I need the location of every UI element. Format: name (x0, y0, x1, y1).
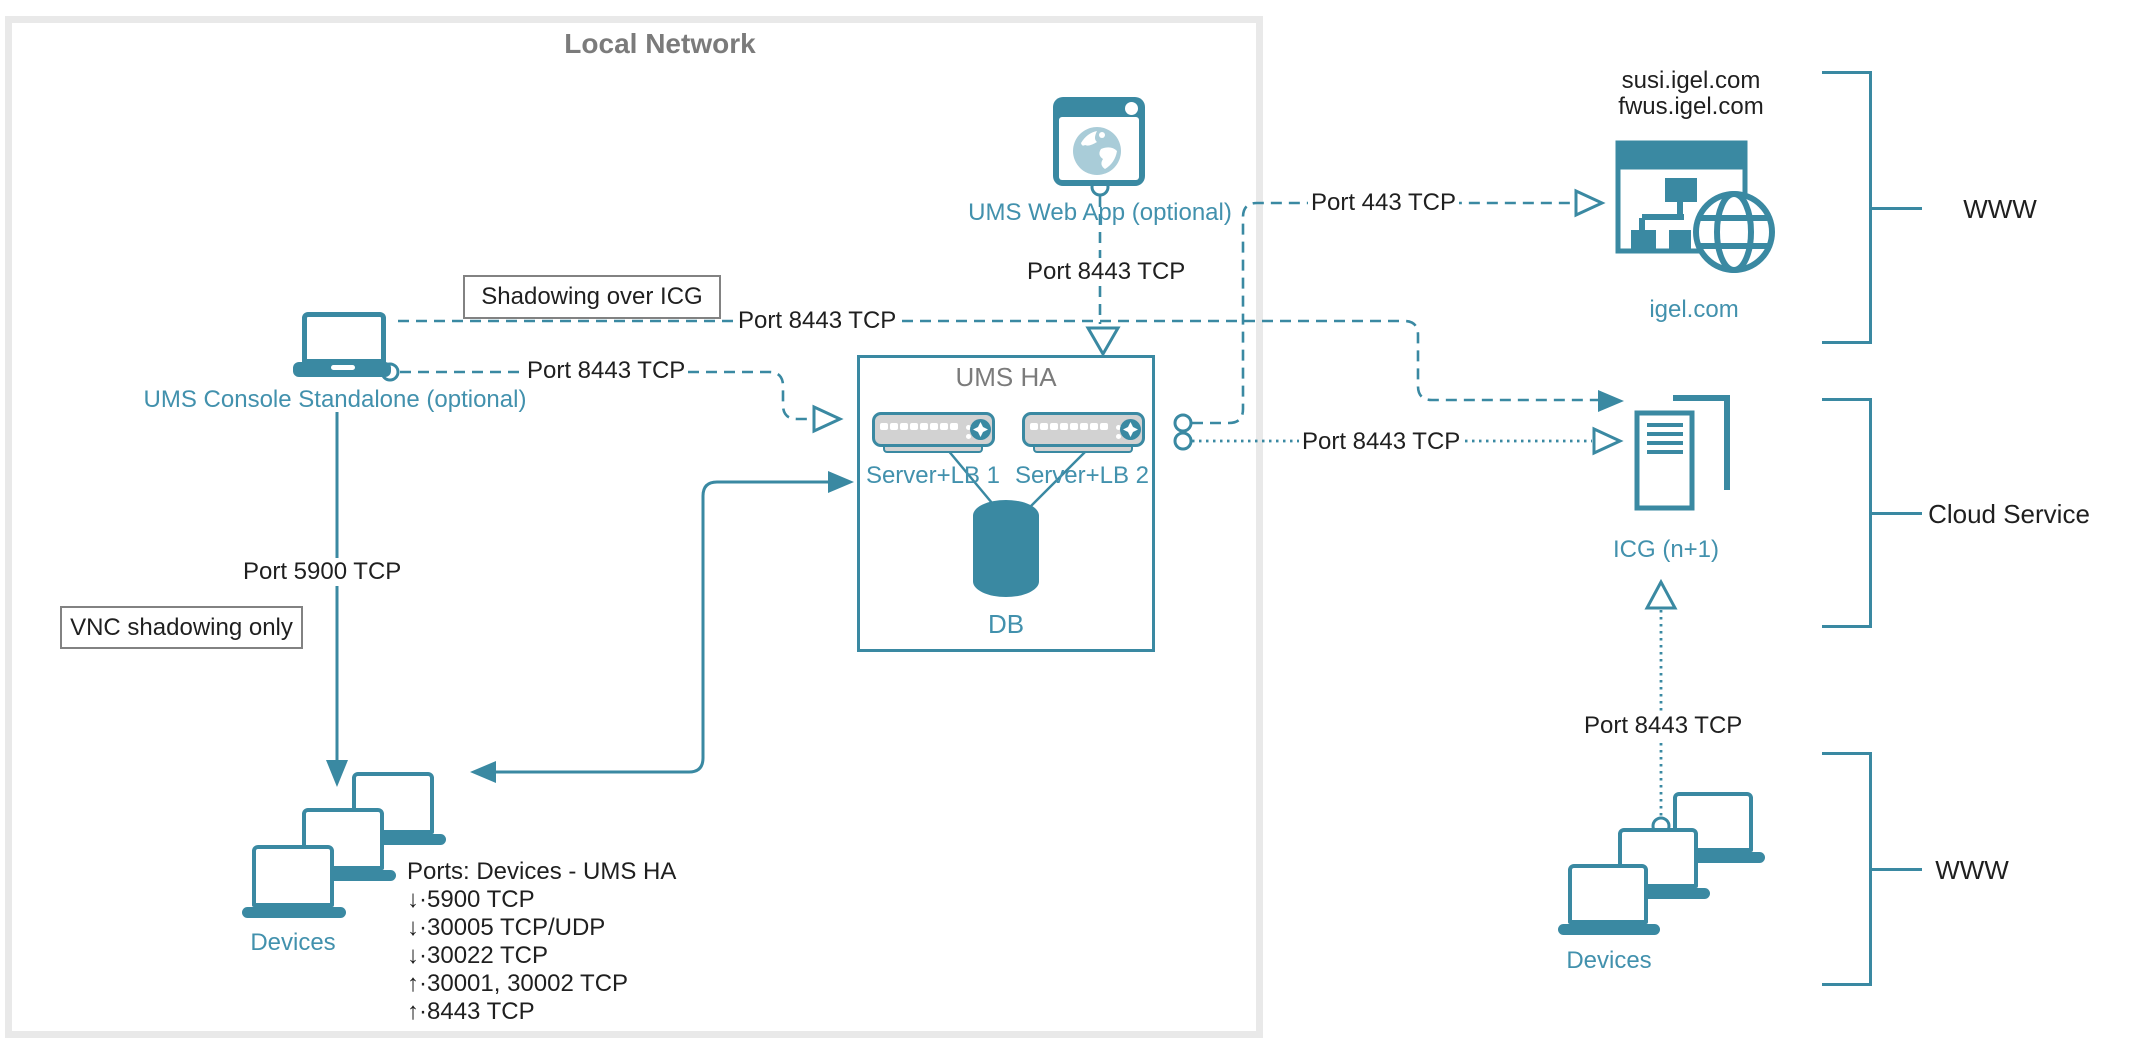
web-app-icon (1053, 97, 1145, 186)
zone-cloud: Cloud Service (1928, 499, 2090, 529)
ports-list-item: ↓·5900 TCP (407, 886, 535, 913)
shadowing-callout: Shadowing over ICG (463, 275, 721, 319)
vnc-callout: VNC shadowing only (60, 606, 303, 649)
arrowhead-webapp-down (1085, 326, 1121, 358)
devices-local-label: Devices (250, 929, 336, 956)
ports-list-item: ↑·8443 TCP (407, 998, 535, 1025)
arrowhead-igel-open (1574, 188, 1606, 218)
ports-list: Ports: Devices - UMS HA ↓·5900 TCP ↓·300… (407, 858, 676, 1026)
edge-server2-to-db (1030, 448, 1089, 507)
arrowhead-devices-left (470, 761, 496, 783)
port-label-console-icg: Port 8443 TCP (735, 307, 900, 335)
zone-www-top: WWW (1963, 194, 2037, 224)
bracket-cloud (1822, 398, 1872, 628)
server-lb2-label: Server+LB 2 (1014, 462, 1150, 489)
bracket-tick-cloud (1872, 512, 1922, 515)
port-circle-ha-2 (1173, 431, 1193, 451)
server-lb1-label: Server+LB 1 (865, 462, 1001, 489)
port-label-ha-igel: Port 443 TCP (1308, 189, 1459, 217)
arrowhead-ha-open (812, 404, 844, 434)
igel-domain-fwus: fwus.igel.com (1618, 93, 1764, 120)
igel-site-icon (1615, 140, 1780, 285)
local-network-frame (5, 16, 1263, 1038)
edge-console-to-icg (398, 319, 1598, 402)
db-label: DB (987, 609, 1025, 639)
port-circle-ha-1 (1173, 413, 1193, 433)
ports-list-item: ↑·30001, 30002 TCP (407, 970, 629, 997)
bracket-tick-www-bottom (1872, 868, 1922, 871)
icg-label: ICG (n+1) (1612, 536, 1720, 563)
fan-icon (1120, 419, 1141, 440)
server-lb1-icon (872, 412, 995, 454)
arrowhead-icg-up (1644, 578, 1678, 610)
bracket-tick-www-top (1872, 207, 1922, 210)
edge-console-to-ha (400, 370, 810, 421)
globe-icon (1073, 127, 1121, 175)
port-label-console-ha: Port 8443 TCP (524, 357, 689, 385)
ums-console-icon (293, 310, 398, 380)
ports-list-title: Ports: Devices - UMS HA (407, 858, 677, 885)
port-label-ha-icg: Port 8443 TCP (1299, 428, 1464, 456)
arrowhead-icg-upper (1598, 390, 1624, 412)
port-label-console-devices: Port 5900 TCP (240, 558, 405, 586)
ports-list-item: ↓·30022 TCP (407, 942, 548, 969)
devices-www-icon (1558, 790, 1768, 950)
ums-ha-box (857, 355, 1155, 652)
globe-outline-icon (1693, 191, 1775, 273)
webapp-label: UMS Web App (optional) (968, 199, 1232, 226)
edge-server1-to-db (946, 448, 993, 504)
sitemap-glyph (1631, 178, 1697, 252)
devices-www-label: Devices (1566, 947, 1652, 974)
fan-icon (970, 419, 991, 440)
igel-domains: susi.igel.com fwus.igel.com (1566, 68, 1816, 120)
arrowhead-icg-dotted (1592, 426, 1624, 456)
database-icon (973, 500, 1039, 597)
browser-dot-icon (1125, 102, 1138, 115)
zone-www-bottom: WWW (1935, 855, 2009, 885)
ports-list-item: ↓·30005 TCP/UDP (407, 914, 606, 941)
bracket-www-top (1822, 71, 1872, 344)
icg-icon (1628, 394, 1733, 514)
local-network-title: Local Network (564, 28, 756, 59)
port-label-webapp-ha: Port 8443 TCP (1024, 258, 1189, 286)
edge-devices-to-ha (492, 480, 828, 774)
server-lb2-icon (1022, 412, 1145, 454)
edge-ha-to-igel (1192, 201, 1574, 425)
console-label: UMS Console Standalone (optional) (143, 386, 527, 413)
arrowhead-devices-down (326, 760, 348, 787)
igel-label: igel.com (1649, 296, 1739, 323)
bracket-www-bottom (1822, 752, 1872, 986)
arrowhead-ha-right (828, 471, 854, 493)
devices-local-icon (242, 770, 452, 930)
ums-ha-title: UMS HA (955, 362, 1057, 392)
igel-domain-susi: susi.igel.com (1621, 67, 1761, 94)
port-label-icg-devices: Port 8443 TCP (1581, 712, 1746, 740)
